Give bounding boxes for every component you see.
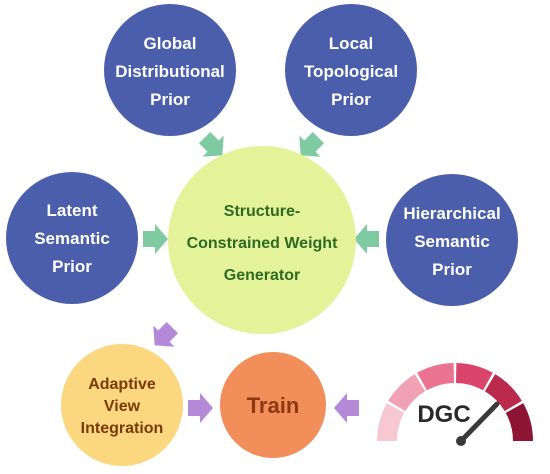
adaptive-view-circle (61, 344, 183, 466)
arrow-global-to-generator (198, 131, 224, 157)
gauge-segment (417, 363, 454, 391)
gauge-segments (377, 363, 533, 441)
global-prior-line-1: Global (144, 34, 197, 53)
local-prior-line-3: Prior (331, 90, 371, 109)
gauge-label: DGC (417, 401, 470, 428)
latent-prior-line-3: Prior (52, 257, 92, 276)
node-local-prior: Local Topological Prior (285, 4, 417, 136)
gauge-needle-hub (456, 436, 466, 446)
adaptive-view-line-3: Integration (81, 420, 164, 437)
gauge-segment (388, 374, 426, 412)
generator-line-2: Constrained Weight (187, 235, 338, 252)
hierarchical-prior-line-3: Prior (432, 260, 472, 279)
global-prior-line-3: Prior (150, 90, 190, 109)
local-prior-line-2: Topological (304, 62, 398, 81)
node-train: Train (220, 352, 326, 458)
node-adaptive-view: Adaptive View Integration (61, 344, 183, 466)
gauge-segment (484, 374, 522, 412)
hierarchical-prior-circle (386, 174, 518, 306)
adaptive-view-line-1: Adaptive (88, 376, 156, 393)
arrow-generator-to-adaptive-view (153, 321, 179, 347)
generator-line-1: Structure- (224, 203, 300, 220)
node-global-prior: Global Distributional Prior (104, 4, 236, 136)
node-latent-prior: Latent Semantic Prior (6, 172, 138, 304)
latent-prior-circle (6, 172, 138, 304)
train-circle (220, 352, 326, 458)
local-prior-circle (285, 4, 417, 136)
arrow-hierarchical-to-generator (354, 224, 379, 254)
dgc-gauge: DGC (377, 363, 533, 446)
generator-circle (168, 146, 356, 334)
adaptive-view-line-2: View (104, 398, 141, 415)
gauge-segment (456, 363, 493, 391)
node-generator: Structure- Constrained Weight Generator (168, 146, 356, 334)
hierarchical-prior-line-2: Semantic (414, 232, 490, 251)
prior-arrows (143, 131, 379, 254)
latent-prior-line-2: Semantic (34, 229, 110, 248)
node-hierarchical-prior: Hierarchical Semantic Prior (386, 174, 518, 306)
local-prior-line-1: Local (329, 34, 373, 53)
global-prior-line-2: Distributional (115, 62, 225, 81)
flow-arrows (153, 321, 359, 423)
global-prior-circle (104, 4, 236, 136)
arrow-latent-to-generator (143, 224, 168, 254)
arrow-gauge-to-train (334, 393, 359, 423)
arrow-adaptive-view-to-train (188, 393, 213, 423)
gauge-segment (377, 403, 405, 441)
latent-prior-line-1: Latent (47, 201, 98, 220)
hierarchical-prior-line-1: Hierarchical (403, 204, 500, 223)
gauge-segment (505, 403, 533, 441)
arrow-local-to-generator (299, 131, 325, 157)
generator-line-3: Generator (224, 267, 300, 284)
train-label: Train (247, 393, 300, 418)
gauge-needle (458, 401, 500, 444)
